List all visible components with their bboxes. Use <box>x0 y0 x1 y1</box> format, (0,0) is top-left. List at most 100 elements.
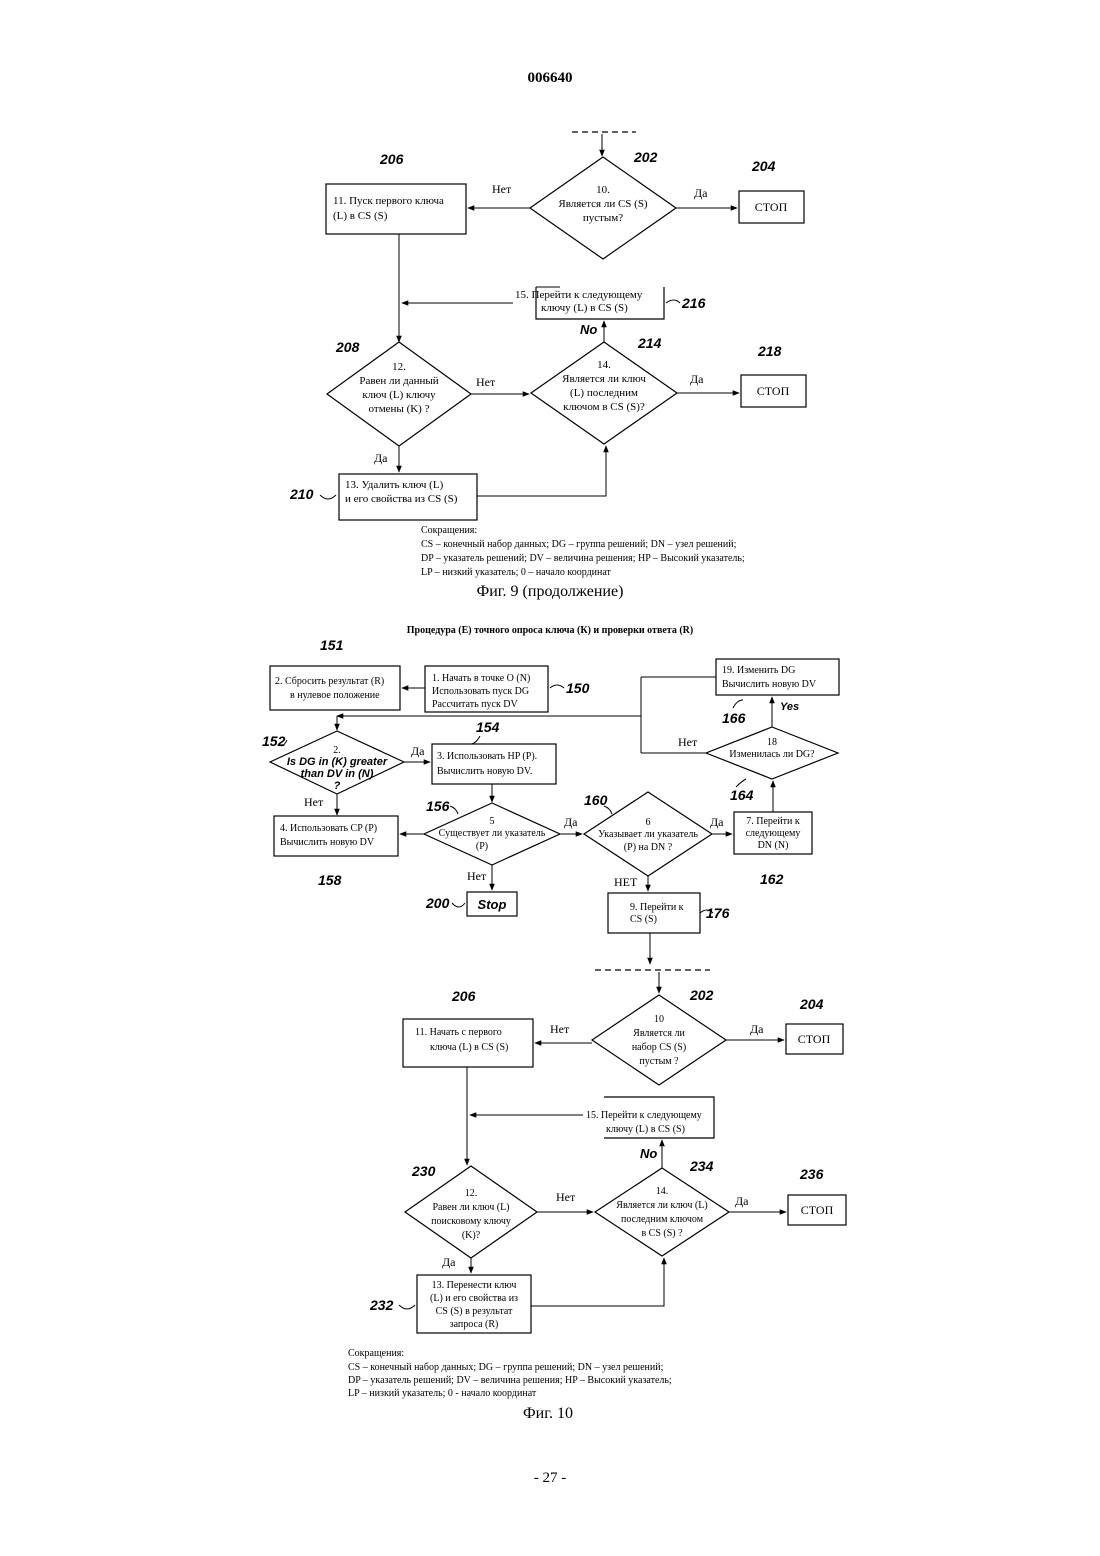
fig10-decision-12-line3: поисковому ключу <box>431 1216 511 1227</box>
figure-9: 206 202 204 11. Пуск первого ключа (L) в… <box>289 132 806 600</box>
fig10-decision-12-line1: 12. <box>465 1188 478 1199</box>
fig10-label-net-6: НЕТ <box>614 875 638 889</box>
fig9-decision-12-line4: отмены (K) ? <box>369 403 430 415</box>
fig10-box-2-line2: в нулевое положение <box>290 690 380 701</box>
fig10-label-net-10: Нет <box>550 1022 570 1036</box>
fig9-ref-204: 204 <box>751 158 776 174</box>
fig10-ref-232: 232 <box>369 1297 394 1313</box>
fig10-abbr-line3: LP – низкий указатель; 0 - начало коорди… <box>348 1388 537 1399</box>
fig10-abbr-line1: CS – конечный набор данных; DG – группа … <box>348 1362 664 1373</box>
fig10-box-11-line1: 11. Начать с первого <box>415 1027 502 1038</box>
fig10-label-da-6: Да <box>710 815 724 829</box>
fig10-ref-150: 150 <box>566 680 590 696</box>
fig10-decision-14-line2: Является ли ключ (L) <box>616 1200 707 1211</box>
fig9-abbr-line2: DP – указатель решений; DV – величина ре… <box>421 553 745 564</box>
fig9-label-net-2: Нет <box>476 375 496 389</box>
fig9-box-15-line1: 15. Перейти к следующему <box>515 289 643 301</box>
fig9-abbr-line1: CS – конечный набор данных; DG – группа … <box>421 539 737 550</box>
fig9-box-13-line1: 13. Удалить ключ (L) <box>345 479 444 491</box>
fig10-label-da-14: Да <box>735 1194 749 1208</box>
fig10-decision-18-line2: Изменилась ли DG? <box>729 749 815 760</box>
fig9-box-11-line2: (L) в CS (S) <box>333 210 388 222</box>
fig10-ref-234: 234 <box>689 1158 714 1174</box>
fig9-label-da-3: Да <box>374 451 388 465</box>
fig10-box-3 <box>432 744 556 784</box>
fig10-box-3-line2: Вычислить новую DV. <box>437 766 532 777</box>
fig10-box-4-line1: 4. Использовать CP (P) <box>280 823 377 834</box>
fig10-box-3-line1: 3. Использовать HP (P). <box>437 751 537 762</box>
fig9-stop-218-label: СТОП <box>757 384 790 398</box>
fig10-decision-5-line2: Существует ли указатель <box>439 828 546 839</box>
fig9-box-15-line2: ключу (L) в CS (S) <box>541 302 628 314</box>
fig10-ref-162: 162 <box>760 871 784 887</box>
fig10-decision-10-line4: пустым ? <box>639 1056 679 1067</box>
fig10-box-4-line2: Вычислить новую DV <box>280 837 375 848</box>
fig10-label-net-2: Нет <box>304 795 324 809</box>
fig10-box-7-line2: следующему <box>746 828 801 839</box>
fig10-box-19-line1: 19. Изменить DG <box>722 665 795 676</box>
fig10-box-7-line3: DN (N) <box>758 840 789 851</box>
fig10-decision-2-line4: ? <box>334 780 341 792</box>
fig10-decision-18-line1: 18 <box>767 737 777 748</box>
fig10-decision-12-line4: (K)? <box>462 1230 481 1241</box>
fig9-decision-10-line2: Является ли CS (S) <box>558 198 648 210</box>
fig10-stop-200-label: Stop <box>478 897 507 912</box>
fig10-decision-14-line4: в CS (S) ? <box>641 1228 683 1239</box>
fig10-decision-5-line3: (P) <box>476 841 488 852</box>
fig9-label-no: No <box>580 322 597 337</box>
fig10-ref-204: 204 <box>799 996 824 1012</box>
fig10-decision-2-line3: than DV in (N) <box>301 768 374 780</box>
fig9-ref-206: 206 <box>379 151 404 167</box>
fig9-decision-14-line2: Является ли ключ <box>562 373 646 385</box>
fig10-decision-5-line1: 5 <box>490 816 495 827</box>
fig10-box-2 <box>270 666 400 710</box>
fig10-box-1-line3: Рассчитать пуск DV <box>432 699 519 710</box>
fig10-label-net-12: Нет <box>556 1190 576 1204</box>
fig9-ref-218: 218 <box>757 343 782 359</box>
fig9-label-da-2: Да <box>690 372 704 386</box>
fig9-caption: Фиг. 9 (продолжение) <box>477 583 624 600</box>
fig10-label-da-10: Да <box>750 1022 764 1036</box>
fig10-ref-176: 176 <box>706 905 730 921</box>
fig9-ref-208: 208 <box>335 339 360 355</box>
page-number: - 27 - <box>534 1470 567 1486</box>
fig10-label-net-18: Нет <box>678 735 698 749</box>
fig9-decision-10-line3: пустым? <box>583 212 623 224</box>
fig10-box-13-line1: 13. Перенести ключ <box>432 1280 517 1291</box>
fig9-decision-12-line3: ключ (L) ключу <box>362 389 436 401</box>
fig10-box-13-line2: (L) и его свойства из <box>430 1293 518 1304</box>
fig9-ref-214: 214 <box>637 335 662 351</box>
fig10-box-11-line2: ключа (L) в CS (S) <box>430 1042 508 1053</box>
fig9-label-da-1: Да <box>694 186 708 200</box>
fig9-ref-210: 210 <box>289 486 314 502</box>
fig10-label-da-5: Да <box>564 815 578 829</box>
fig9-stop-204-label: СТОП <box>755 200 788 214</box>
fig10-decision-10-line1: 10 <box>654 1014 664 1025</box>
fig10-abbr-title: Сокращения: <box>348 1348 404 1359</box>
fig10-label-yes: Yes <box>780 701 799 713</box>
fig10-ref-230: 230 <box>411 1163 436 1179</box>
fig9-decision-14-line1: 14. <box>597 359 611 371</box>
fig10-ref-151: 151 <box>320 637 344 653</box>
fig10-decision-14 <box>595 1168 729 1256</box>
fig10-decision-6-line3: (P) на DN ? <box>624 842 673 853</box>
fig10-stop-204-label: СТОП <box>798 1032 831 1046</box>
fig10-decision-14-line1: 14. <box>656 1186 669 1197</box>
document-number: 006640 <box>528 70 573 86</box>
fig9-ref-216: 216 <box>681 295 706 311</box>
fig10-decision-2-line2: Is DG in (K) greater <box>287 756 388 768</box>
fig10-box-13-line4: запроса (R) <box>450 1319 499 1330</box>
fig10-ref-152: 152 <box>262 733 286 749</box>
fig10-box-9 <box>608 893 700 933</box>
fig10-box-15-line1: 15. Перейти к следующему <box>586 1110 702 1121</box>
fig10-ref-164: 164 <box>730 787 754 803</box>
fig9-box-13-line2: и его свойства из CS (S) <box>345 493 458 505</box>
fig10-decision-2-line1: 2. <box>333 745 341 756</box>
fig9-decision-12-line1: 12. <box>392 361 406 373</box>
fig10-ref-200: 200 <box>425 895 450 911</box>
fig9-label-net-1: Нет <box>492 182 512 196</box>
fig10-caption: Фиг. 10 <box>523 1405 573 1422</box>
fig10-label-net-5: Нет <box>467 869 487 883</box>
fig10-box-15-line2: ключу (L) в CS (S) <box>606 1124 685 1135</box>
